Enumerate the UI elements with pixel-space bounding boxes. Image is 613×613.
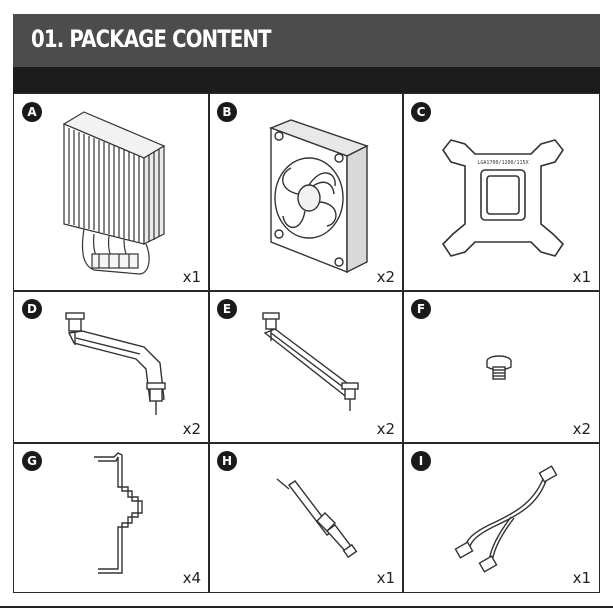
header-subbar — [13, 67, 600, 93]
fan-icon — [209, 94, 403, 291]
page-bottom-rule — [0, 606, 613, 608]
item-cell-d: D x2 — [14, 291, 209, 443]
item-cell-e: E x2 — [209, 291, 403, 443]
item-quantity: x2 — [377, 268, 395, 286]
mounting-bracket-bent-icon — [14, 291, 209, 443]
item-quantity: x1 — [573, 268, 591, 286]
section-header: 01. PACKAGE CONTENT — [13, 14, 600, 67]
item-cell-a: A — [14, 94, 209, 291]
item-quantity: x4 — [183, 569, 201, 587]
item-quantity: x1 — [183, 268, 201, 286]
item-quantity: x2 — [183, 420, 201, 438]
section-title: 01. PACKAGE CONTENT — [31, 25, 271, 53]
item-cell-h: H x1 — [209, 443, 403, 592]
item-cell-f: F x2 — [403, 291, 599, 443]
item-cell-c: C LGA1700/1200/115X x1 — [403, 94, 599, 291]
fan-clip-icon — [14, 443, 209, 592]
backplate-label: LGA1700/1200/115X — [477, 160, 528, 166]
item-cell-g: G x4 — [14, 443, 209, 592]
item-quantity: x2 — [573, 420, 591, 438]
package-content-grid: A — [13, 93, 600, 593]
item-cell-i: I x1 — [403, 443, 599, 592]
y-splitter-cable-icon — [403, 443, 599, 592]
screw-icon — [403, 291, 599, 443]
item-cell-b: B x2 — [209, 94, 403, 291]
thermal-paste-syringe-icon — [209, 443, 403, 592]
cpu-cooler-heatsink-icon — [14, 94, 209, 291]
item-quantity: x1 — [573, 569, 591, 587]
item-quantity: x1 — [377, 569, 395, 587]
backplate-icon: LGA1700/1200/115X — [403, 94, 599, 291]
item-quantity: x2 — [377, 420, 395, 438]
mounting-bracket-straight-icon — [209, 291, 403, 443]
